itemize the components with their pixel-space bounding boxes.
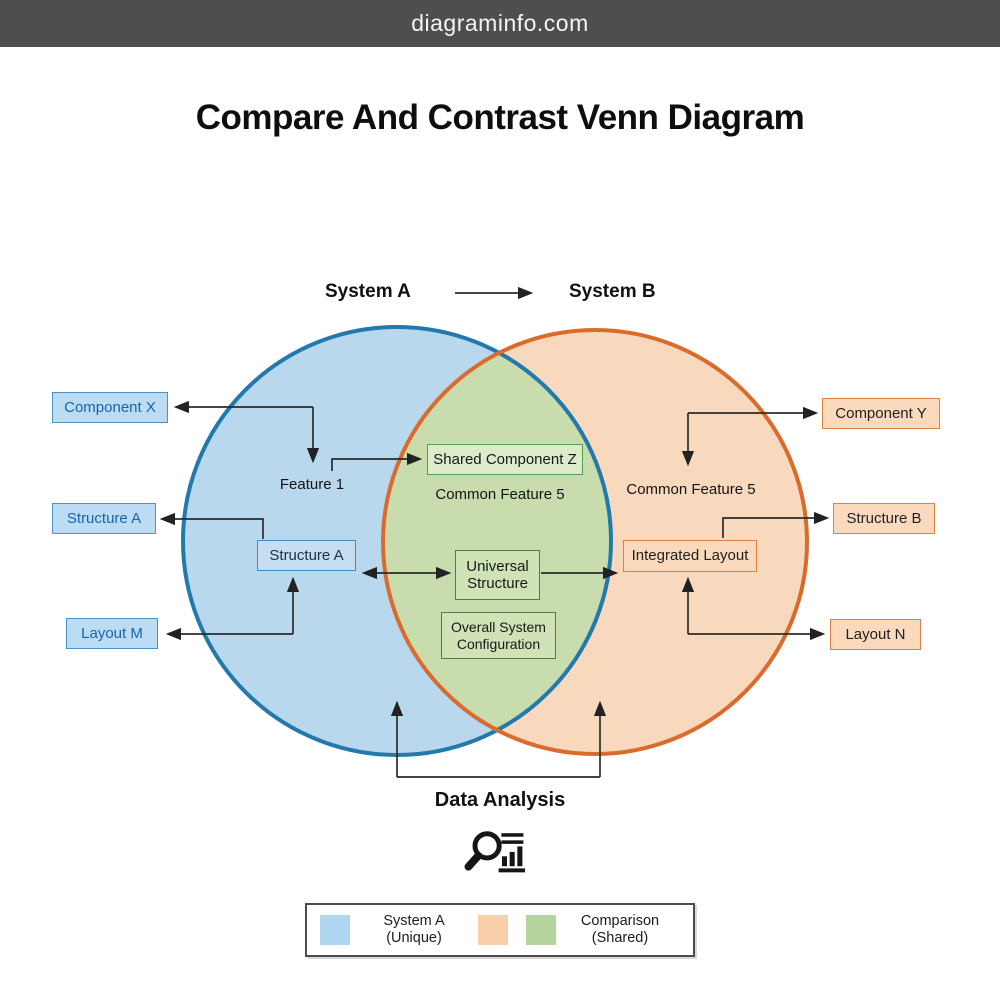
legend-swatch-system-b [478, 915, 508, 945]
box-layout-n[interactable]: Layout N [830, 619, 921, 650]
box-structure-a-inner[interactable]: Structure A [257, 540, 356, 571]
site-header: diagraminfo.com [0, 0, 1000, 47]
site-brand: diagraminfo.com [411, 10, 589, 36]
box-layout-m[interactable]: Layout M [66, 618, 158, 649]
feature-1-label: Feature 1 [279, 476, 345, 493]
connector-arrows [159, 286, 830, 778]
arrow-to-shared-component-z [331, 452, 423, 471]
system-a-label: System A [325, 281, 411, 302]
box-structure-a[interactable]: Structure A [52, 503, 156, 534]
legend-label-comparison: Comparison (Shared) [580, 912, 660, 946]
box-shared-component-z[interactable]: Shared Component Z [427, 444, 583, 475]
box-component-x[interactable]: Component X [52, 392, 168, 423]
box-component-y[interactable]: Component Y [822, 398, 940, 429]
box-overall-system-configuration[interactable]: Overall System Configuration [441, 612, 556, 659]
system-b-circle-outline [381, 328, 809, 756]
page-title: Compare And Contrast Venn Diagram [195, 98, 805, 137]
legend-swatch-system-a [320, 915, 350, 945]
arrow-to-structure-b [722, 511, 830, 538]
data-analysis-label: Data Analysis [434, 789, 566, 811]
analysis-magnifier-chart-icon [464, 831, 526, 873]
common-feature-5-center-label: Common Feature 5 [435, 486, 565, 503]
box-structure-b[interactable]: Structure B [833, 503, 935, 534]
legend-swatch-shared [526, 915, 556, 945]
box-universal-structure[interactable]: Universal Structure [455, 550, 540, 600]
legend: System A (Unique) Comparison (Shared) [305, 903, 695, 957]
box-integrated-layout[interactable]: Integrated Layout [623, 540, 757, 572]
legend-label-system-a: System A (Unique) [383, 912, 445, 946]
system-b-label: System B [569, 281, 656, 302]
common-feature-5-right-label: Common Feature 5 [626, 481, 756, 498]
arrow-to-structure-a [159, 512, 264, 539]
